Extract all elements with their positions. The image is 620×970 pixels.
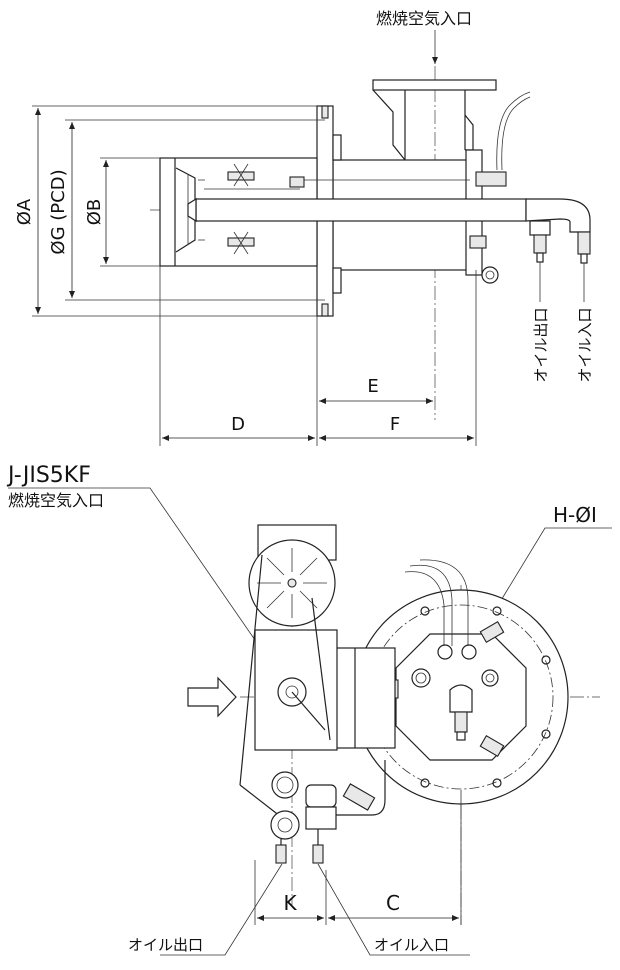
- oil-lance: [195, 198, 527, 222]
- flange-rib-top: [332, 134, 342, 161]
- port-right: [481, 669, 499, 687]
- oil-inlet-tip: [580, 253, 588, 264]
- bottom-oil-inlet-label: オイル入口: [374, 936, 449, 954]
- air-duct-transition-right: [464, 114, 474, 151]
- oil-elbow: [525, 198, 591, 233]
- dim-K-label: K: [283, 891, 297, 915]
- oil-outlet-tip: [536, 252, 544, 263]
- cable-3: [419, 559, 469, 646]
- oil-pump-inner: [277, 817, 293, 833]
- flange-standard-label: J-JIS5KF: [6, 463, 91, 488]
- oil-inlet-fitting: [577, 231, 591, 255]
- dim-C-label: C: [386, 891, 400, 915]
- pipe-fitting: [342, 783, 376, 811]
- linkage-rod-right: [311, 597, 331, 741]
- air-inflow-arrow: [187, 676, 237, 718]
- front-oil-fitting: [454, 711, 468, 733]
- dim-G-label: ØG (PCD): [48, 169, 69, 254]
- air-inlet-flange: [372, 79, 497, 91]
- front-oil-outlet-fitting: [275, 844, 287, 864]
- dim-H-label: H-ØI: [553, 503, 597, 527]
- oil-pump: [270, 810, 300, 840]
- dim-B-label: ØB: [84, 199, 105, 226]
- damper-hub-inner: [285, 685, 299, 699]
- flange-bolt-bottom: [321, 303, 329, 317]
- bottom-oil-outlet-label: オイル出口: [128, 936, 203, 954]
- bottom-air-inlet-label: 燃焼空気入口: [8, 491, 104, 510]
- flange-bolt-top: [321, 105, 329, 119]
- top-air-inlet-label: 燃焼空気入口: [376, 9, 472, 28]
- air-box: [334, 647, 396, 749]
- pressure-gauge: [271, 771, 299, 799]
- front-oil-inlet-fitting: [312, 844, 324, 864]
- bottom-clamp: [479, 735, 505, 757]
- cable-2: [409, 564, 453, 646]
- dim-A-label: ØA: [14, 198, 35, 225]
- flame-sensor-cable-2: [501, 96, 531, 171]
- gauge-face: [276, 776, 294, 794]
- solenoid-valve: [305, 784, 337, 808]
- bottom-oil-inlet-leader: [317, 863, 470, 956]
- damper-arm: [291, 691, 326, 731]
- cable-1: [404, 571, 445, 646]
- top-clamp: [479, 621, 505, 643]
- dim-D-label: D: [231, 414, 245, 435]
- air-duct-transition-left: [372, 89, 406, 161]
- bottom-oil-outlet-leader: [160, 863, 283, 956]
- fan-hub: [287, 578, 297, 588]
- top-oil-outlet-label: オイル出口: [532, 307, 550, 382]
- air-inlet-duct: [404, 90, 466, 160]
- port-left: [411, 668, 431, 688]
- electrode-holder: [289, 176, 305, 188]
- flame-sensor-cable: [496, 91, 531, 171]
- dim-F-label: F: [390, 414, 400, 435]
- dim-E-label: E: [367, 376, 378, 397]
- bottom-front-view: J-JIS5KF 燃焼空気入口 H-ØI: [6, 463, 612, 956]
- top-side-view: 燃焼空気入口: [14, 9, 594, 446]
- port-left-inner: [415, 672, 427, 684]
- top-oil-inlet-label: オイル入口: [576, 307, 594, 382]
- valve-body: [305, 806, 337, 830]
- fan-cover-slots: [257, 548, 327, 618]
- port-right-inner: [485, 673, 495, 683]
- nozzle-tip: [187, 197, 197, 223]
- swirler-blades: [227, 163, 255, 255]
- cable-gland-inner: [485, 270, 495, 280]
- oil-feed-pipe: [336, 760, 386, 816]
- terminal-block: [469, 235, 487, 249]
- cable-gland: [481, 266, 499, 284]
- oil-outlet-fitting-body: [529, 220, 551, 236]
- flame-sensor: [475, 171, 507, 187]
- front-oil-fitting-tip: [456, 731, 466, 741]
- linkage-rod-left: [239, 554, 263, 786]
- oil-outlet-fitting: [533, 234, 547, 254]
- flange-rib-bottom: [332, 267, 342, 294]
- front-oil-elbow: [449, 684, 473, 713]
- electrode-port: [461, 644, 477, 660]
- dim-H-leader: [499, 527, 612, 603]
- bottom-air-inlet-leader: [8, 487, 256, 641]
- sensor-port: [437, 644, 453, 660]
